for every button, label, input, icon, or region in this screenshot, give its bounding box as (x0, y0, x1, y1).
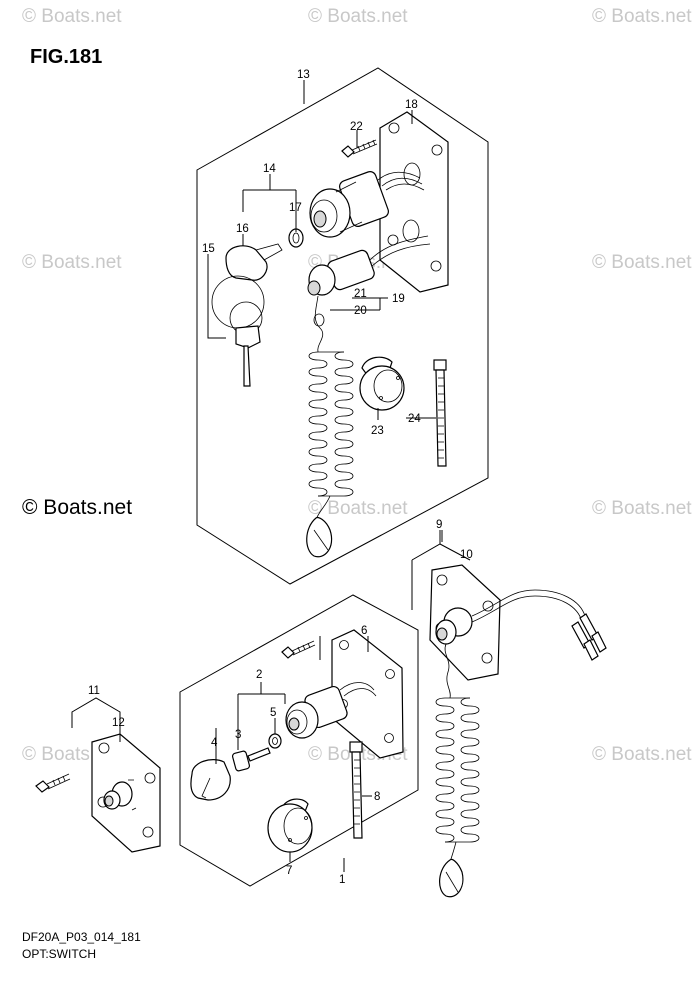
watermark: © Boats.net (592, 498, 692, 519)
callout: 7 (286, 865, 292, 877)
watermark: © Boats.net (592, 6, 692, 27)
callout: 10 (460, 549, 473, 561)
screw-22 (341, 139, 378, 158)
watermark: © Boats.net (308, 6, 408, 27)
knob-4 (190, 759, 231, 801)
plate-18 (379, 111, 449, 293)
callout: 17 (289, 202, 302, 214)
watermark: © Boats.net (592, 744, 692, 765)
callout: 15 (202, 243, 215, 255)
tie-strap-8 (349, 741, 363, 839)
tie-strap-24 (433, 359, 447, 467)
callout: 23 (371, 425, 384, 437)
assembly-1-frame (179, 594, 419, 887)
callout: 13 (297, 69, 310, 81)
screw-lower (281, 640, 316, 659)
leader-lines-lower (119, 530, 443, 872)
footer-section: OPT:SWITCH (22, 947, 96, 961)
callout: 9 (436, 519, 442, 531)
callout: 3 (235, 729, 241, 741)
ring-17 (288, 228, 304, 248)
callout: 12 (112, 717, 125, 729)
key-switch-lower (285, 682, 377, 739)
callout: 11 (88, 685, 100, 697)
callout: 1 (339, 874, 345, 886)
key-set-15-16 (211, 243, 283, 387)
assembly-13-frame (196, 67, 489, 585)
callout: 5 (270, 707, 276, 719)
main-watermark: © Boats.net (22, 496, 132, 519)
ring-5 (268, 733, 282, 749)
figure-title: FIG.181 (30, 46, 102, 68)
callout: 2 (256, 669, 262, 681)
callout: 21 (354, 288, 367, 300)
watermark: © Boats.net (22, 252, 122, 273)
lanyard-cord-right (435, 643, 480, 898)
cap-23 (359, 356, 405, 411)
watermark: © Boats.net (308, 498, 408, 519)
stop-switch-9 (435, 589, 607, 661)
plate-12 (91, 733, 161, 853)
lanyard-cord-upper (306, 295, 354, 558)
watermarks: © Boats.net © Boats.net © Boats.net © Bo… (22, 6, 692, 765)
assembly-11-frame (71, 697, 121, 734)
watermark: © Boats.net (592, 252, 692, 273)
stop-switch-21 (307, 235, 431, 296)
callout: 4 (211, 737, 218, 749)
screw-11 (35, 773, 71, 793)
callout: 24 (408, 413, 421, 425)
key-3 (231, 747, 271, 772)
cap-7 (267, 798, 313, 853)
callout: 8 (374, 791, 380, 803)
callout: 22 (350, 121, 363, 133)
callout: 6 (361, 625, 367, 637)
callout: 19 (392, 293, 405, 305)
leader-lines-upper (207, 80, 436, 420)
assembly-9-frame (411, 530, 471, 610)
callout: 20 (354, 305, 367, 317)
callout: 16 (236, 223, 249, 235)
footer-code: DF20A_P03_014_181 (22, 930, 141, 944)
callout: 18 (405, 99, 418, 111)
watermark: © Boats.net (22, 6, 122, 27)
main-key-switch (309, 171, 425, 238)
callout: 14 (263, 163, 276, 175)
